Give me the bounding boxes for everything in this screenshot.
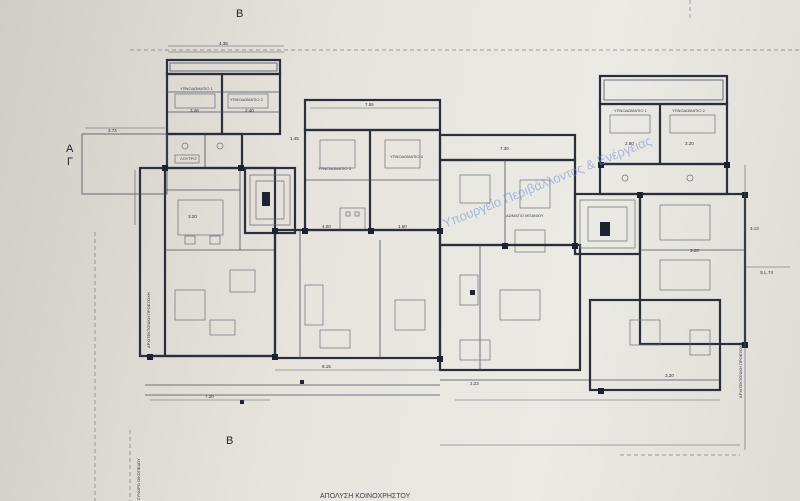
vertical-label-left: ΑΡΧΙΤΕΚΤΟΝΙΚΗ ΠΡΟΕΞΟΧΗ — [146, 292, 151, 348]
room-label: ΥΠΝΟΔΩΜΑΤΙΟ 2 — [672, 108, 706, 113]
right-center-unit — [438, 133, 720, 381]
dimension-text: 2.90 — [625, 141, 634, 146]
dimension-text: 2.23 — [470, 381, 479, 386]
room-label: ΥΠΝΟΔΩΜΑΤΙΟ 1 — [180, 86, 214, 91]
dimension-text: 3.20 — [665, 373, 674, 378]
dimension-text: 4.00 — [322, 224, 331, 229]
room-label: ΥΠΝΟΔΩΜΑΤΙΟ 1 — [614, 108, 648, 113]
room-label: ΥΠΝΟΔΩΜΑΤΙΟ 3 — [318, 166, 352, 171]
dimension-text: 7.30 — [500, 146, 509, 151]
right-unit — [573, 74, 790, 392]
dimension-text: 4.38 — [219, 41, 228, 46]
dimension-text: 1.45 — [290, 136, 299, 141]
dimension-text: 3.20 — [188, 214, 197, 219]
dimension-text: 3.26 — [190, 108, 199, 113]
center-unit — [273, 98, 442, 360]
section-marker-b-bottom: B — [226, 435, 233, 447]
dimension-text: S.L.74 — [760, 270, 774, 275]
section-marker-a: A — [66, 143, 74, 155]
dimension-text: 2.40 — [245, 108, 254, 113]
watermark: Υπουργείο Περιβάλλοντος & Ενέργειας — [441, 133, 654, 231]
section-marker-b-top: B — [236, 8, 243, 20]
dimension-text: 8.15 — [322, 364, 331, 369]
room-label: ΔΩΜΑΤΙΟ ΜΠΑΝΙΟΥ — [506, 213, 544, 218]
structural-columns — [147, 162, 748, 404]
dimension-text: 7.20 — [205, 394, 214, 399]
dimension-text: 1.60 — [398, 224, 407, 229]
bottom-caption: ΑΠΟΛΥΣΗ ΚΟΙΝΟΧΡΗΣΤΟΥ — [320, 493, 411, 500]
room-label: ΥΠΝΟΔΩΜΑΤΙΟ 2 — [230, 97, 264, 102]
section-marker-g: Γ — [67, 156, 73, 168]
left-unit — [81, 45, 440, 396]
dimension-text: 3.13 — [750, 226, 759, 231]
vertical-label-bottom-left: ΣΥΝΟΡΟ ΟΙΚΟΠΕΔΟΥ — [136, 458, 141, 500]
room-label: ΥΠΝΟΔΩΜΑΤΙΟ 4 — [390, 154, 424, 159]
room-label: ΛΟΥΤΡΟ — [180, 156, 196, 161]
dimension-text: 3.74 — [108, 128, 117, 133]
dimension-text: 7.55 — [365, 102, 374, 107]
vertical-label-right: ΑΡΧΙΤΕΚΤΟΝΙΚΗ ΠΡΟΕΞΟΧΗ — [738, 342, 743, 398]
dimension-text: 3.20 — [685, 141, 694, 146]
dimension-text: 3.20 — [690, 248, 699, 253]
dimension-lines — [134, 165, 746, 456]
